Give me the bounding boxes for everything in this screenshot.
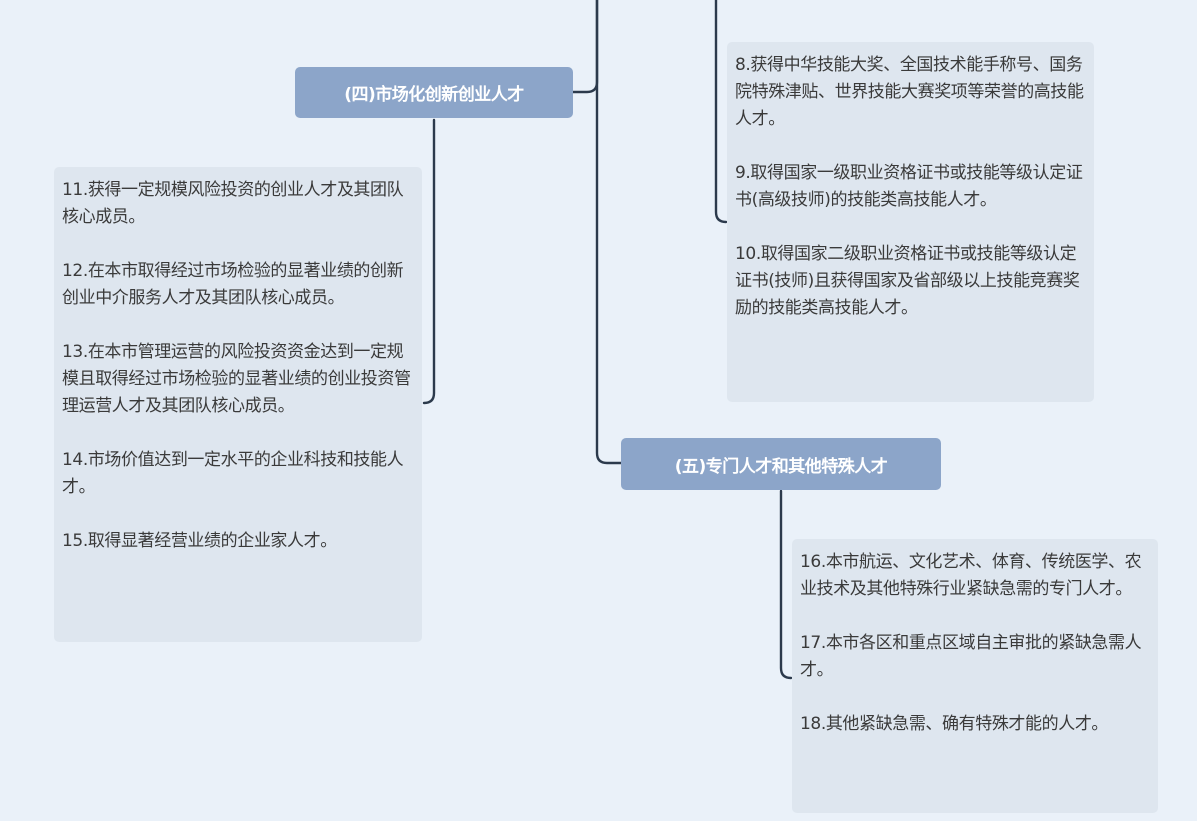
topic-special-talent[interactable]: (五)专门人才和其他特殊人才 (621, 438, 941, 490)
card-group-five: 16.本市航运、文化艺术、体育、传统医学、农业技术及其他特殊行业紧缺急需的专门人… (792, 539, 1158, 813)
list-item-14: 14.市场价值达到一定水平的企业科技和技能人才。 (62, 450, 404, 497)
list-item-12: 12.在本市取得经过市场检验的显著业绩的创新创业中介服务人才及其团队核心成员。 (62, 261, 404, 308)
list-item-13: 13.在本市管理运营的风险投资资金达到一定规模且取得经过市场检验的显著业绩的创业… (62, 342, 411, 416)
list-item-18: 18.其他紧缺急需、确有特殊才能的人才。 (800, 714, 1109, 734)
card-group-three: 8.获得中华技能大奖、全国技术能手称号、国务院特殊津贴、世界技能大赛奖项等荣誉的… (727, 42, 1094, 402)
list-item-8: 8.获得中华技能大奖、全国技术能手称号、国务院特殊津贴、世界技能大赛奖项等荣誉的… (735, 55, 1084, 129)
list-item-17: 17.本市各区和重点区域自主审批的紧缺急需人才。 (800, 633, 1142, 680)
connector-group-three-to-cards (714, 0, 728, 224)
list-item-9: 9.取得国家一级职业资格证书或技能等级认定证书(高级技师)的技能类高技能人才。 (735, 163, 1083, 210)
list-item-11: 11.获得一定规模风险投资的创业人才及其团队核心成员。 (62, 180, 404, 227)
connector-main-trunk (595, 0, 623, 465)
connector-topic-four-to-cards (422, 118, 436, 405)
list-item-16: 16.本市航运、文化艺术、体育、传统医学、农业技术及其他特殊行业紧缺急需的专门人… (800, 552, 1142, 599)
list-item-10: 10.取得国家二级职业资格证书或技能等级认定证书(技师)且获得国家及省部级以上技… (735, 244, 1080, 318)
connector-trunk-to-topic-four (571, 0, 599, 94)
connector-topic-five-to-cards (779, 489, 793, 680)
topic-market-innovation-talent[interactable]: (四)市场化创新创业人才 (295, 67, 573, 118)
card-group-four: 11.获得一定规模风险投资的创业人才及其团队核心成员。 12.在本市取得经过市场… (54, 167, 422, 642)
list-item-15: 15.取得显著经营业绩的企业家人才。 (62, 531, 337, 551)
